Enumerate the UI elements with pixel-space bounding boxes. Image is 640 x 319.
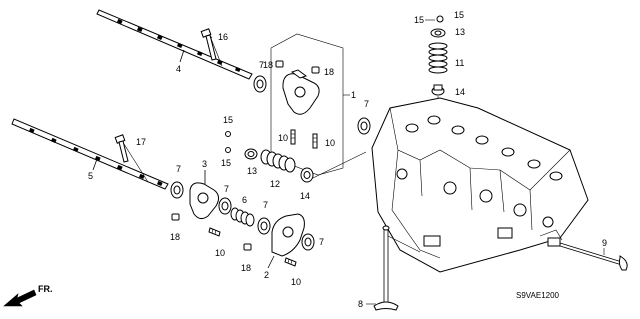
callout-10-box-b: 10	[325, 138, 335, 148]
callout-17: 17	[136, 137, 146, 147]
oil-jet-bolt-b	[225, 147, 231, 153]
shaft-bolt-lower	[114, 134, 129, 163]
thrust-washer-a	[253, 75, 267, 93]
callout-10-lower-b: 10	[291, 277, 301, 287]
valve-stem-seal	[431, 84, 445, 96]
rocker-arm-lower-right	[271, 213, 305, 257]
callout-7-b: 7	[364, 99, 369, 109]
callout-7-c: 7	[176, 164, 181, 174]
callout-14-a: 14	[300, 191, 310, 201]
callout-18-lower-b: 18	[241, 263, 251, 273]
rocker-spring	[260, 149, 296, 173]
rocker-shaft-lower	[11, 118, 169, 190]
callout-3: 3	[202, 159, 207, 169]
rocker-arm-upper	[282, 69, 320, 115]
thrust-washer-d	[218, 197, 232, 215]
callout-12: 12	[270, 179, 280, 189]
callout-16: 16	[218, 32, 228, 42]
callout-18-lower-a: 18	[170, 232, 180, 242]
adjusting-screw-box-a	[290, 129, 296, 145]
callout-13-a: 13	[247, 166, 257, 176]
callout-7-f: 7	[319, 237, 324, 247]
thrust-washer-b	[357, 117, 371, 135]
callout-5: 5	[88, 171, 93, 181]
adjusting-screw-lower-a	[208, 227, 221, 237]
callout-14-b: 14	[455, 87, 465, 97]
callout-6: 6	[242, 195, 247, 205]
valve-keeper	[436, 15, 444, 23]
intake-valve	[373, 225, 399, 311]
callout-15-c: 15	[414, 15, 424, 25]
thrust-washer-c	[170, 181, 184, 199]
direction-label: FR.	[38, 284, 53, 294]
callout-10-box-a: 10	[278, 133, 288, 143]
callout-11: 11	[455, 58, 464, 68]
callout-8: 8	[358, 299, 363, 309]
valve-spring	[428, 42, 448, 74]
front-direction-arrow-icon	[3, 289, 37, 307]
locknut-upper-b	[311, 66, 320, 74]
shaft-bolt-upper	[200, 28, 217, 61]
adjusting-screw-lower-b	[284, 257, 297, 267]
adjusting-screw-box-b	[312, 133, 318, 149]
spring-seat-a	[244, 148, 258, 160]
callout-4: 4	[176, 64, 181, 74]
callout-13-b: 13	[455, 27, 465, 37]
oil-jet-bolt-a	[225, 131, 231, 137]
locknut-lower-b	[243, 243, 252, 251]
rocker-shaft-upper	[96, 9, 253, 80]
callout-15-b: 15	[221, 158, 231, 168]
rocker-arm-lower-left	[189, 182, 220, 220]
callout-7-a: 7	[259, 60, 264, 70]
callout-7-e: 7	[263, 200, 268, 210]
valve-spring-retainer	[430, 28, 446, 38]
thrust-washer-f	[301, 233, 315, 251]
callout-15-a: 15	[223, 115, 233, 125]
rocker-spring-lower	[230, 207, 255, 227]
diagram-code: S9VAE1200	[516, 291, 560, 300]
thrust-washer-e	[257, 217, 271, 235]
locknut-upper-a	[275, 60, 284, 68]
callout-9: 9	[602, 238, 607, 248]
locknut-lower-a	[171, 213, 180, 221]
callout-18-upper-a: 18	[263, 60, 273, 70]
callout-10-lower-a: 10	[215, 248, 225, 258]
callout-18-upper-b: 18	[324, 67, 334, 77]
callout-15-d: 15	[454, 10, 464, 20]
callout-2: 2	[264, 270, 269, 280]
callout-1: 1	[351, 90, 356, 100]
retainer-small-a	[300, 167, 314, 183]
cylinder-head	[371, 97, 589, 273]
exhaust-valve	[559, 242, 628, 271]
callout-7-d: 7	[224, 184, 229, 194]
